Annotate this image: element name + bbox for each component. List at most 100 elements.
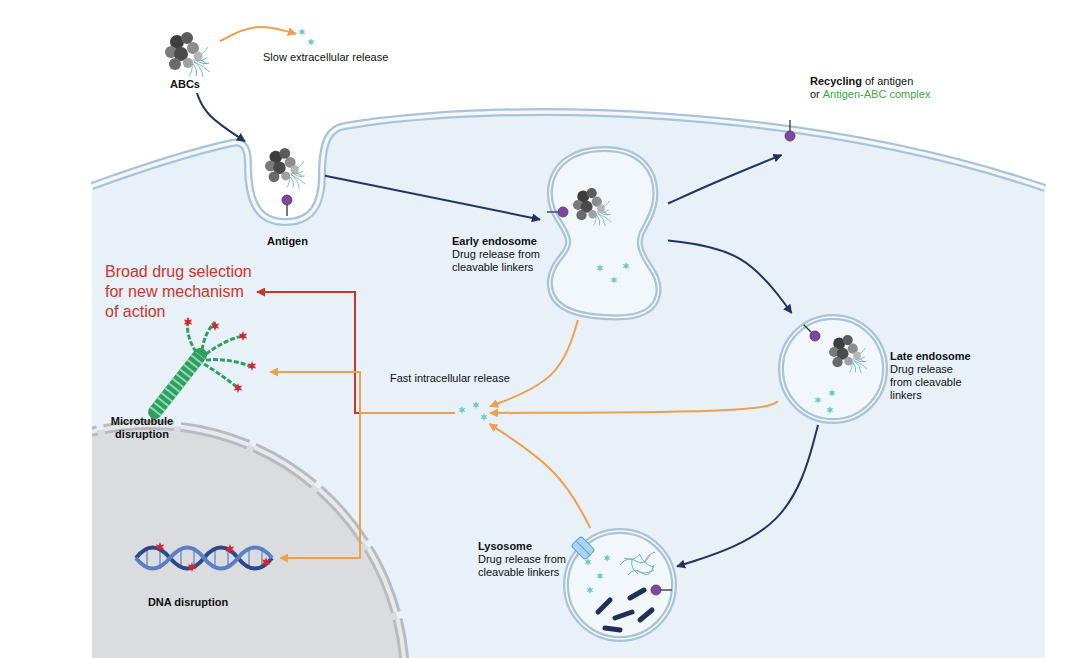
flow-arrow (257, 292, 455, 413)
released-drug (459, 406, 466, 414)
vesicle-membrane-inner (566, 531, 674, 639)
vesicle-membrane-inner (781, 317, 885, 421)
vesicle-membrane (566, 531, 674, 639)
dna-illustration (136, 542, 272, 572)
drug-payload (815, 396, 822, 404)
drug-hit (188, 562, 197, 572)
late-endosome-outline (778, 313, 888, 425)
node-heading: Early endosome (452, 235, 552, 248)
nucleus (0, 425, 405, 658)
dna-strand (136, 548, 272, 569)
cell-membrane-inner (92, 112, 1045, 222)
drug-hit (156, 542, 165, 552)
flow-arrow (325, 176, 540, 220)
antigen (651, 585, 672, 595)
node-body: Drug release from cleavable linkers (478, 553, 578, 579)
vesicle-membrane-inner (550, 149, 659, 317)
node-heading: Lysosome (478, 540, 578, 553)
protofilament (187, 318, 250, 388)
drug-payload (623, 262, 630, 270)
bound-conjugate (573, 188, 611, 226)
intracellular-release-node: Fast intracellular release (455, 402, 490, 424)
drug-payload (611, 276, 618, 284)
node-text: of antigen (865, 75, 913, 88)
drug-hit (239, 331, 248, 341)
drug-hit (184, 317, 193, 327)
dna-target: DNA disruption (130, 533, 280, 583)
peptide-fragment (620, 555, 654, 575)
drug-payload (829, 389, 836, 397)
flow-arrow (668, 155, 782, 204)
cell-cytoplasm (92, 112, 1045, 658)
dna-strand (136, 548, 272, 569)
transporter-pore (576, 541, 590, 555)
microtubule-illustration (155, 317, 256, 412)
node-text: Antigen-ABC complex (823, 88, 931, 101)
microtubule-body (155, 355, 200, 412)
early-endosome: Early endosomeDrug release from cleavabl… (540, 145, 668, 320)
degraded-antibody (598, 600, 610, 612)
lysosome: LysosomeDrug release from cleavable link… (563, 528, 677, 642)
bound-conjugate (265, 148, 306, 189)
conjugate-illustration (165, 32, 210, 77)
peptide-fragment (624, 552, 655, 573)
drug-payload (299, 28, 306, 36)
node-label: Antigen (267, 235, 308, 248)
degraded-antibody (640, 610, 652, 620)
nuclear-envelope-inner (0, 425, 405, 658)
node-body: Drug release from cleavable linkers (890, 363, 972, 402)
nucleus-group (0, 425, 405, 658)
released-drug (481, 413, 488, 421)
bound-conjugate (829, 335, 867, 373)
released-drug (473, 401, 480, 409)
node-heading: Recycling (810, 75, 862, 88)
drug-payload (597, 572, 604, 580)
antigen (547, 207, 568, 217)
drug-payload (585, 558, 592, 566)
vesicle-membrane (781, 317, 885, 421)
node-label: Slow extracellular release (263, 51, 388, 64)
late-endosome: Late endosomeDrug release from cleavable… (778, 313, 888, 425)
flow-arrow (220, 27, 296, 41)
drug-selection-callout: Broad drug selection for new mechanism o… (105, 262, 257, 322)
lysosome-contents (571, 536, 655, 630)
flow-arrow (677, 425, 818, 567)
antigen (282, 195, 292, 216)
flow-arrow (668, 240, 792, 313)
flow-arrow (197, 93, 245, 141)
node-body: Drug release from cleavable linkers (452, 248, 552, 274)
microtubule-target: Microtubule disruption (145, 327, 270, 417)
cell-membrane (92, 112, 1045, 222)
drug-hit (234, 383, 243, 393)
node-label: Microtubule disruption (102, 415, 182, 441)
lysosome-outline (563, 528, 677, 642)
flow-arrow (490, 401, 778, 413)
drug-payload (308, 38, 315, 46)
drug-payload (587, 586, 594, 594)
node-heading: Late endosome (890, 350, 972, 363)
transporter-channel (571, 536, 595, 560)
drug-payload (597, 264, 604, 272)
dna-rungs (147, 547, 262, 569)
antigen (800, 321, 822, 343)
degraded-antibody (615, 612, 632, 618)
recycled-antigen (785, 120, 795, 141)
node-text: or (810, 88, 820, 101)
degraded-antibody (605, 628, 620, 630)
vesicle-membrane (550, 149, 659, 317)
flow-arrow (270, 372, 455, 413)
flow-arrow (490, 320, 578, 406)
degraded-antibody (630, 590, 644, 598)
flow-arrow (280, 413, 455, 558)
early-endosome-outline (540, 145, 668, 320)
transporter (571, 536, 595, 560)
node-label: DNA disruption (138, 596, 238, 609)
conjugate-node: ABCs (150, 28, 220, 93)
endocytic-pit: Antigen (245, 125, 325, 210)
drug-hit (248, 361, 257, 371)
drug-hit (226, 544, 235, 554)
node-label: Fast intracellular release (390, 372, 510, 385)
